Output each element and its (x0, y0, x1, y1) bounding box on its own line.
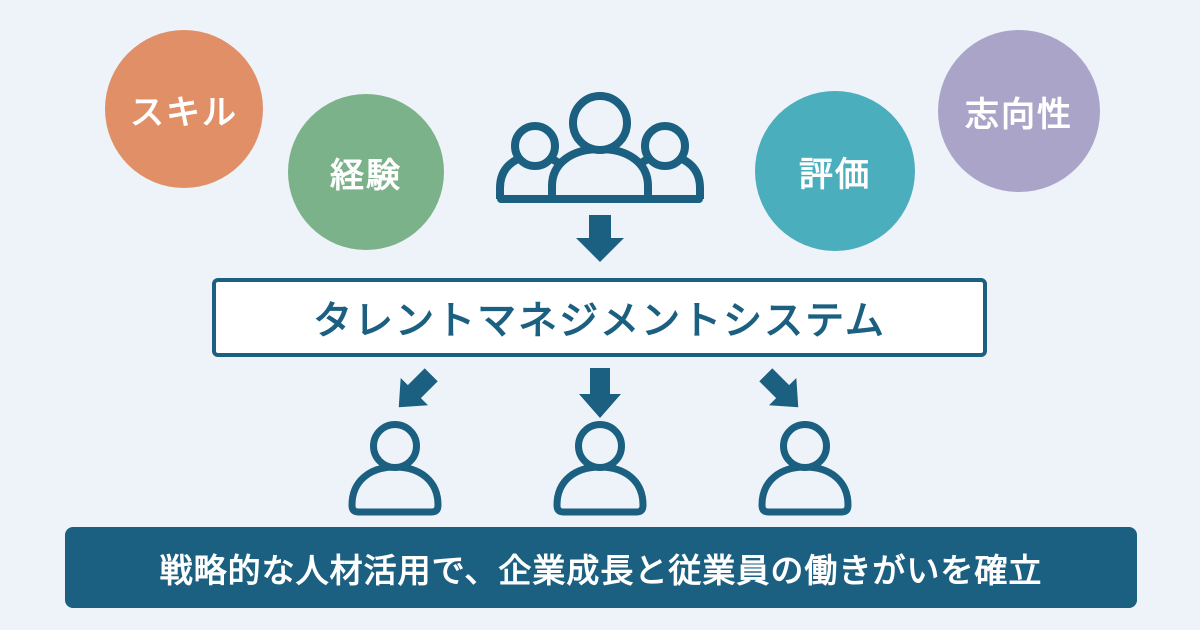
people-group-icon (495, 91, 705, 209)
person-icon (553, 421, 647, 516)
system-box: タレントマネジメントシステム (212, 278, 987, 357)
bottom-banner-text: 戦略的な人材活用で、企業成長と従業員の働きがいを確立 (159, 551, 1043, 589)
circle-skill-label: スキル (130, 93, 238, 132)
person-icon (348, 421, 442, 516)
person-icon (758, 421, 852, 516)
system-box-label: タレントマネジメントシステム (313, 299, 886, 343)
arrow-down-icon (579, 368, 621, 418)
arrow-down-left-icon (385, 361, 446, 422)
arrow-down-right-icon (752, 361, 813, 422)
arrow-down-icon (576, 215, 624, 262)
circle-experience-label: 経験 (330, 156, 402, 195)
circle-evaluation-label: 評価 (799, 155, 871, 194)
circle-skill: スキル (105, 30, 263, 188)
circle-orientation: 志向性 (938, 30, 1100, 192)
circle-experience: 経験 (288, 94, 444, 250)
circle-orientation-label: 志向性 (965, 95, 1073, 134)
bottom-banner: 戦略的な人材活用で、企業成長と従業員の働きがいを確立 (65, 527, 1137, 608)
circle-evaluation: 評価 (755, 91, 915, 251)
